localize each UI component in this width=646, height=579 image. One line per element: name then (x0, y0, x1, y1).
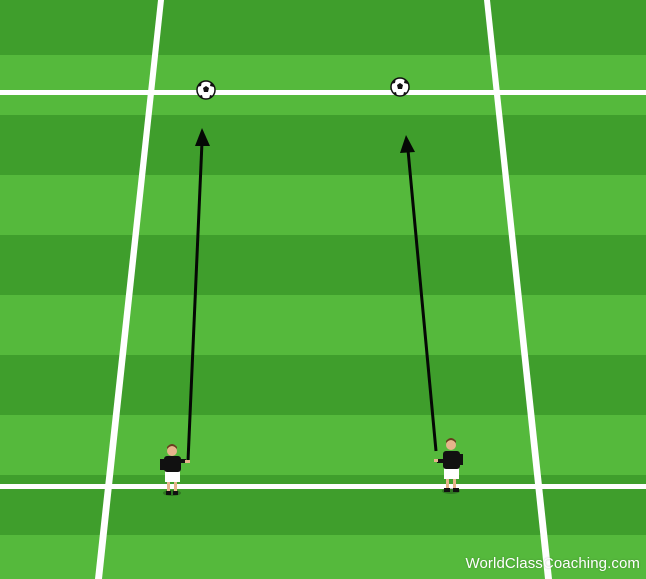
grass-stripe (0, 235, 646, 295)
pass-arrow-right (400, 135, 438, 452)
grass-stripe (0, 0, 646, 55)
soccer-ball-left (196, 80, 216, 100)
watermark-text: WorldClassCoaching.com (465, 555, 640, 572)
grass-stripe (0, 295, 646, 355)
grass-stripe (0, 535, 646, 579)
far-end-line (0, 90, 646, 95)
near-end-line (0, 484, 646, 489)
left-sideline (95, 0, 164, 579)
grass-stripe (0, 355, 646, 415)
player-left (160, 444, 190, 496)
pass-arrow-left (186, 128, 210, 462)
grass-stripe (0, 55, 646, 115)
grass-stripe (0, 415, 646, 475)
player-right (434, 438, 463, 494)
soccer-ball-right (390, 77, 410, 97)
grass-stripe (0, 175, 646, 235)
right-sideline (484, 0, 552, 579)
grass-stripe (0, 115, 646, 175)
